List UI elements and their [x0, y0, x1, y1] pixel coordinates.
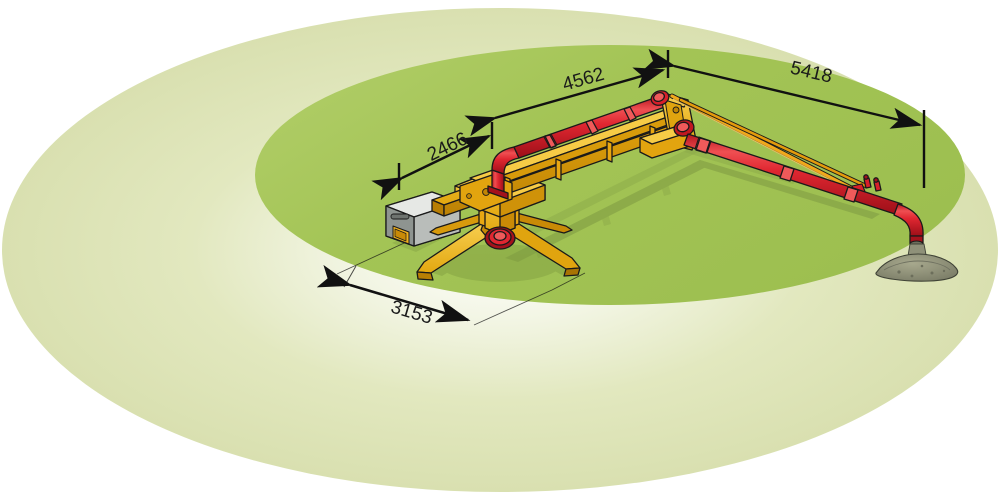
boom-shadow [505, 148, 880, 262]
dimension-3153: 3153 [316, 237, 586, 329]
slew-hub [484, 226, 516, 250]
dimension-arrow-4562 [464, 67, 666, 137]
dimension-arrow-2466 [371, 134, 492, 201]
dimension-arrow-5418 [643, 48, 923, 129]
tie-rod [669, 93, 869, 197]
cabinet-vent [390, 213, 410, 220]
dimension-arrow-3153 [316, 264, 471, 323]
concrete-pile [875, 243, 959, 282]
